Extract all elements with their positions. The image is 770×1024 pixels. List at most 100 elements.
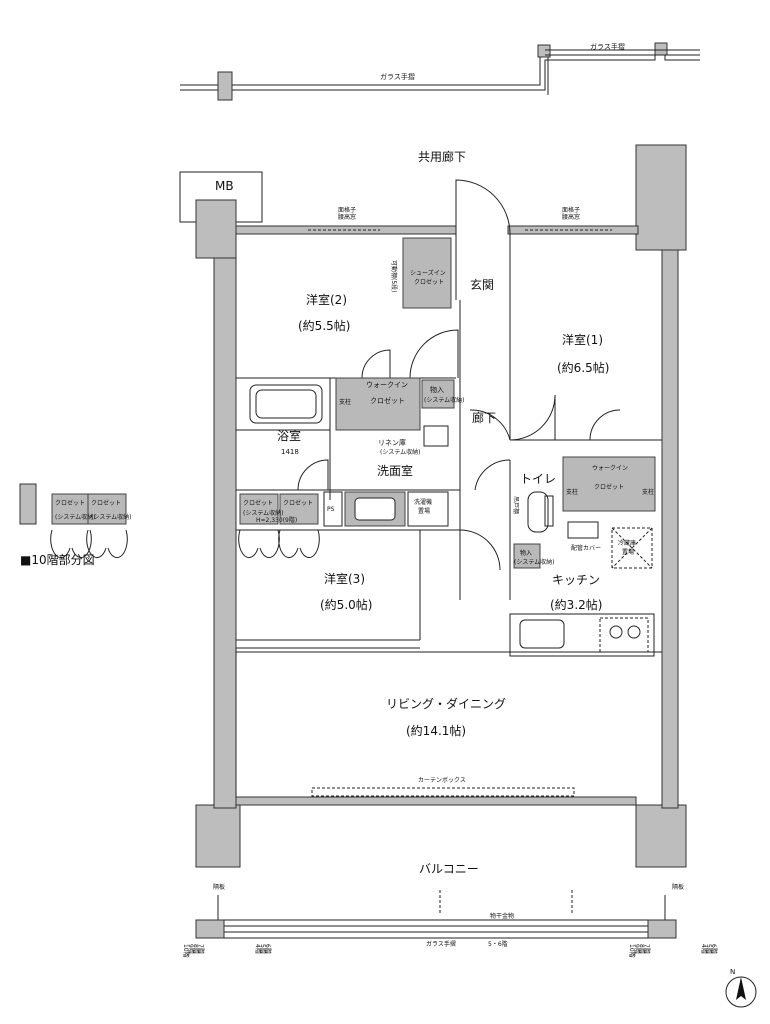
door-bath bbox=[297, 459, 329, 491]
upper-balcony-rails bbox=[180, 42, 700, 101]
corridor-label: 共用廊下 bbox=[418, 149, 466, 164]
floor-left-b-1: 5階 bbox=[259, 944, 267, 954]
floor-left-a-3: 7階 bbox=[197, 944, 205, 954]
mb-label: MB bbox=[215, 179, 234, 193]
north-arrow-icon: N bbox=[725, 968, 757, 1008]
movable-shelf: 可動棚(5段) bbox=[390, 260, 398, 293]
svg-text:支柱: 支柱 bbox=[566, 488, 578, 496]
svg-text:吊戸棚: 吊戸棚 bbox=[512, 496, 520, 514]
floor-right-b-1: 5階 bbox=[705, 944, 713, 954]
closet-b bbox=[279, 493, 319, 525]
svg-text:隔板: 隔板 bbox=[672, 883, 684, 891]
living-size: (約14.1帖) bbox=[406, 723, 466, 738]
svg-text:クロゼット: クロゼット bbox=[91, 499, 121, 507]
svg-text:冷蔵庫: 冷蔵庫 bbox=[618, 539, 636, 547]
entrance-label: 玄関 bbox=[470, 277, 494, 292]
svg-text:物入: 物入 bbox=[520, 549, 532, 557]
washroom-label: 洗面室 bbox=[377, 463, 413, 478]
svg-text:隔板: 隔板 bbox=[213, 883, 225, 891]
floor-right-b-0: 4階 bbox=[700, 944, 708, 954]
fridge-space bbox=[611, 527, 653, 569]
grille-left-2: 腰高窓 bbox=[338, 213, 356, 221]
shoes-in-closet bbox=[402, 237, 452, 309]
washer-space bbox=[407, 491, 449, 527]
svg-text:クロゼット: クロゼット bbox=[283, 499, 313, 507]
toilet-label: トイレ bbox=[520, 472, 556, 486]
entrance-door bbox=[455, 179, 511, 235]
balcony-rail bbox=[195, 919, 677, 939]
svg-text:物入: 物入 bbox=[430, 385, 444, 394]
svg-text:クロゼット: クロゼット bbox=[243, 499, 273, 507]
door-western2 bbox=[409, 329, 459, 379]
svg-text:N: N bbox=[730, 968, 735, 976]
svg-text:洗濯機: 洗濯機 bbox=[414, 498, 432, 506]
inset-closet-1 bbox=[51, 493, 91, 525]
column-top-right bbox=[635, 144, 687, 251]
glass-rail-bottom: ガラス手摺 bbox=[426, 940, 456, 948]
svg-text:クロゼット: クロゼット bbox=[55, 499, 85, 507]
curtain-box-label: カーテンボックス bbox=[418, 776, 466, 784]
floor-right-a-1: 9階 bbox=[633, 944, 641, 954]
toilet-fixture bbox=[527, 491, 549, 533]
kitchen-sink bbox=[519, 619, 565, 649]
svg-text:H=2,330(9階): H=2,330(9階) bbox=[256, 516, 297, 524]
svg-text:シューズイン: シューズイン bbox=[410, 269, 446, 277]
floor-left-b-2: 6階 bbox=[264, 944, 272, 954]
storage-2 bbox=[513, 543, 541, 569]
floor-left-a-0: 10階 bbox=[182, 944, 190, 958]
floor-right-a-2: 8階 bbox=[638, 944, 646, 954]
pipe-cover: 配管カバー bbox=[571, 544, 601, 552]
svg-text:置場: 置場 bbox=[418, 507, 430, 515]
walkin-closet-left bbox=[335, 377, 421, 431]
bathtub bbox=[249, 384, 323, 424]
glass-rail-top-left: ガラス手摺 bbox=[380, 72, 415, 81]
floor-left-b-0: 4階 bbox=[254, 944, 262, 954]
western3-label: 洋室(3) bbox=[324, 571, 365, 586]
grille-left-1: 面格子 bbox=[338, 206, 356, 214]
svg-text:(システム収納): (システム収納) bbox=[424, 396, 465, 404]
floor-right-a-3: 7階 bbox=[643, 944, 651, 954]
curtain-box bbox=[311, 787, 575, 797]
storage-1 bbox=[421, 379, 455, 409]
svg-text:ウォークイン: ウォークイン bbox=[366, 381, 408, 389]
kitchen-counter bbox=[509, 613, 655, 657]
svg-text:クロゼット: クロゼット bbox=[370, 396, 405, 405]
western1-label: 洋室(1) bbox=[562, 332, 603, 347]
closet-a bbox=[239, 493, 279, 525]
svg-text:置場: 置場 bbox=[622, 548, 634, 556]
grille-right-2: 腰高窓 bbox=[562, 213, 580, 221]
svg-text:クロゼット: クロゼット bbox=[414, 278, 444, 286]
linen-label: リネン庫 bbox=[378, 438, 406, 447]
bath-label: 浴室 bbox=[277, 428, 301, 443]
kitchen-size: (約3.2帖) bbox=[550, 597, 602, 612]
column-top-left bbox=[195, 199, 237, 259]
svg-text:ウォークイン: ウォークイン bbox=[592, 464, 628, 472]
balcony-label: バルコニー bbox=[419, 862, 479, 876]
drying-hardware: 物干金物 bbox=[490, 912, 514, 920]
svg-text:(システム収納): (システム収納) bbox=[55, 513, 96, 521]
svg-text:PS: PS bbox=[327, 506, 335, 513]
svg-text:(システム収納): (システム収納) bbox=[514, 558, 555, 566]
column-bottom-left bbox=[195, 804, 241, 868]
svg-text:支柱: 支柱 bbox=[642, 488, 654, 496]
interior-walls bbox=[235, 300, 662, 797]
svg-text:支柱: 支柱 bbox=[339, 398, 351, 406]
svg-text:(システム収納): (システム収納) bbox=[91, 513, 132, 521]
living-label: リビング・ダイニング bbox=[386, 696, 506, 711]
floor-left-a-2: 8階 bbox=[192, 944, 200, 954]
western1-size: (約6.5帖) bbox=[557, 360, 609, 375]
inset-wall bbox=[19, 483, 37, 525]
glass-rail-top-right: ガラス手摺 bbox=[590, 42, 625, 51]
grille-right-1: 面格子 bbox=[562, 206, 580, 214]
bath-size: 1418 bbox=[281, 448, 299, 456]
western2-label: 洋室(2) bbox=[306, 292, 347, 307]
hallway-label: 廊下 bbox=[472, 410, 496, 425]
western3-size: (約5.0帖) bbox=[320, 597, 372, 612]
door-western1 bbox=[509, 394, 556, 441]
western2-size: (約5.5帖) bbox=[298, 318, 350, 333]
floor-left-a-1: 9階 bbox=[187, 944, 195, 954]
stove bbox=[599, 617, 649, 653]
svg-text:クロゼット: クロゼット bbox=[594, 483, 624, 491]
